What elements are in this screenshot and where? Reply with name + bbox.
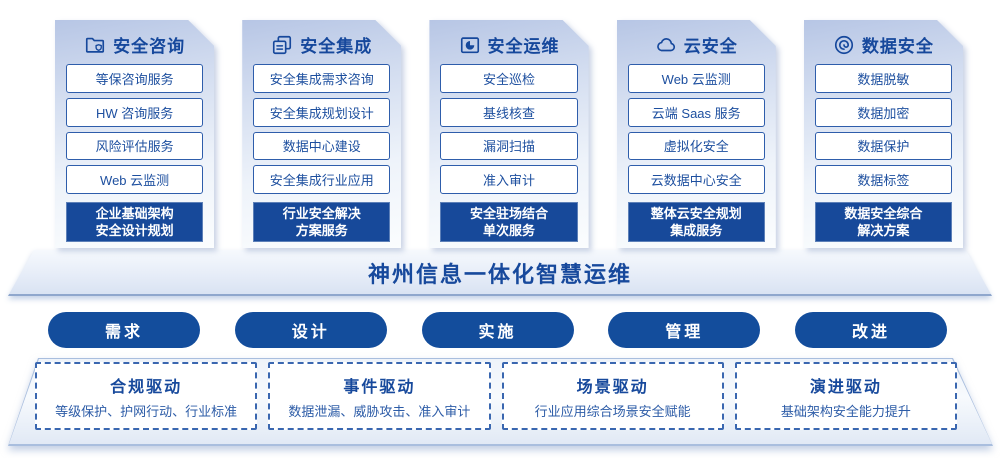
column-title: 云安全 bbox=[683, 37, 738, 57]
column-header: 云安全 bbox=[628, 30, 765, 60]
column-highlight-box: 整体云安全规划 集成服务 bbox=[628, 202, 765, 242]
driver-evolution: 演进驱动 基础架构安全能力提升 bbox=[734, 362, 957, 430]
service-item: 安全巡检 bbox=[440, 64, 577, 93]
service-item: 基线核查 bbox=[440, 98, 577, 127]
driver-subtitle: 行业应用综合场景安全赋能 bbox=[534, 403, 691, 419]
column-data-security: 数据安全 数据脱敏 数据加密 数据保护 数据标签 数据安全综合 解决方案 bbox=[804, 20, 963, 248]
folder-shield-icon bbox=[84, 34, 106, 56]
pill-improvement: 改进 bbox=[795, 312, 947, 348]
column-title: 安全咨询 bbox=[113, 37, 186, 57]
driver-title: 场景驱动 bbox=[576, 378, 649, 396]
pill-management: 管理 bbox=[608, 312, 761, 348]
column-security-integration: 安全集成 安全集成需求咨询 安全集成规划设计 数据中心建设 安全集成行业应用 行… bbox=[242, 20, 401, 248]
driver-subtitle: 等级保护、护网行动、行业标准 bbox=[55, 403, 238, 419]
service-item: 风险评估服务 bbox=[66, 132, 203, 161]
column-highlight-box: 企业基础架构 安全设计规划 bbox=[66, 202, 203, 242]
column-header: 安全咨询 bbox=[66, 30, 203, 60]
service-item: 数据脱敏 bbox=[815, 64, 952, 93]
service-item: 云数据中心安全 bbox=[628, 165, 765, 194]
process-pills: 需求 设计 实施 管理 改进 bbox=[48, 312, 947, 348]
driver-boxes: 合规驱动 等级保护、护网行动、行业标准 事件驱动 数据泄漏、威胁攻击、准入审计 … bbox=[35, 362, 957, 430]
box-clock-icon bbox=[459, 34, 481, 56]
service-item: 虚拟化安全 bbox=[628, 132, 765, 161]
data-swirl-icon bbox=[833, 34, 855, 56]
copy-docs-icon bbox=[271, 34, 293, 56]
service-item: 准入审计 bbox=[440, 165, 577, 194]
service-item: 云端 Saas 服务 bbox=[628, 98, 765, 127]
service-item: 等保咨询服务 bbox=[66, 64, 203, 93]
column-security-consulting: 安全咨询 等保咨询服务 HW 咨询服务 风险评估服务 Web 云监测 企业基础架… bbox=[55, 20, 214, 248]
driver-subtitle: 数据泄漏、威胁攻击、准入审计 bbox=[288, 403, 471, 419]
service-item: 安全集成需求咨询 bbox=[253, 64, 390, 93]
service-item: 安全集成规划设计 bbox=[253, 98, 390, 127]
column-header: 安全集成 bbox=[253, 30, 390, 60]
service-item: HW 咨询服务 bbox=[66, 98, 203, 127]
service-item: 数据中心建设 bbox=[253, 132, 390, 161]
column-cloud-security: 云安全 Web 云监测 云端 Saas 服务 虚拟化安全 云数据中心安全 整体云… bbox=[617, 20, 776, 248]
driver-subtitle: 基础架构安全能力提升 bbox=[780, 403, 911, 419]
service-item: 数据标签 bbox=[815, 165, 952, 194]
column-header: 数据安全 bbox=[815, 30, 952, 60]
column-highlight-box: 数据安全综合 解决方案 bbox=[815, 202, 952, 242]
driver-scenario: 场景驱动 行业应用综合场景安全赋能 bbox=[501, 362, 724, 430]
driver-incident: 事件驱动 数据泄漏、威胁攻击、准入审计 bbox=[268, 362, 491, 430]
service-item: 数据保护 bbox=[815, 132, 952, 161]
pill-requirements: 需求 bbox=[48, 312, 200, 348]
column-highlight-box: 安全驻场结合 单次服务 bbox=[440, 202, 577, 242]
banner-title: 神州信息一体化智慧运维 bbox=[367, 262, 632, 287]
column-title: 数据安全 bbox=[861, 37, 934, 57]
service-item: Web 云监测 bbox=[66, 165, 203, 194]
smart-ops-banner: 神州信息一体化智慧运维 bbox=[0, 250, 1000, 296]
column-header: 安全运维 bbox=[440, 30, 577, 60]
service-item: 数据加密 bbox=[815, 98, 952, 127]
driver-title: 演进驱动 bbox=[809, 378, 882, 396]
column-title: 安全运维 bbox=[487, 37, 560, 57]
driver-compliance: 合规驱动 等级保护、护网行动、行业标准 bbox=[35, 362, 258, 430]
service-item: 漏洞扫描 bbox=[440, 132, 577, 161]
cloud-icon bbox=[655, 34, 677, 56]
service-item: Web 云监测 bbox=[628, 64, 765, 93]
column-highlight-box: 行业安全解决 方案服务 bbox=[253, 202, 390, 242]
pill-design: 设计 bbox=[234, 312, 387, 348]
driver-title: 合规驱动 bbox=[110, 378, 183, 396]
column-security-operations: 安全运维 安全巡检 基线核查 漏洞扫描 准入审计 安全驻场结合 单次服务 bbox=[429, 20, 588, 248]
pill-implementation: 实施 bbox=[421, 312, 574, 348]
driver-title: 事件驱动 bbox=[343, 378, 416, 396]
service-columns: 安全咨询 等保咨询服务 HW 咨询服务 风险评估服务 Web 云监测 企业基础架… bbox=[55, 20, 963, 248]
service-item: 安全集成行业应用 bbox=[253, 165, 390, 194]
column-title: 安全集成 bbox=[300, 37, 373, 57]
